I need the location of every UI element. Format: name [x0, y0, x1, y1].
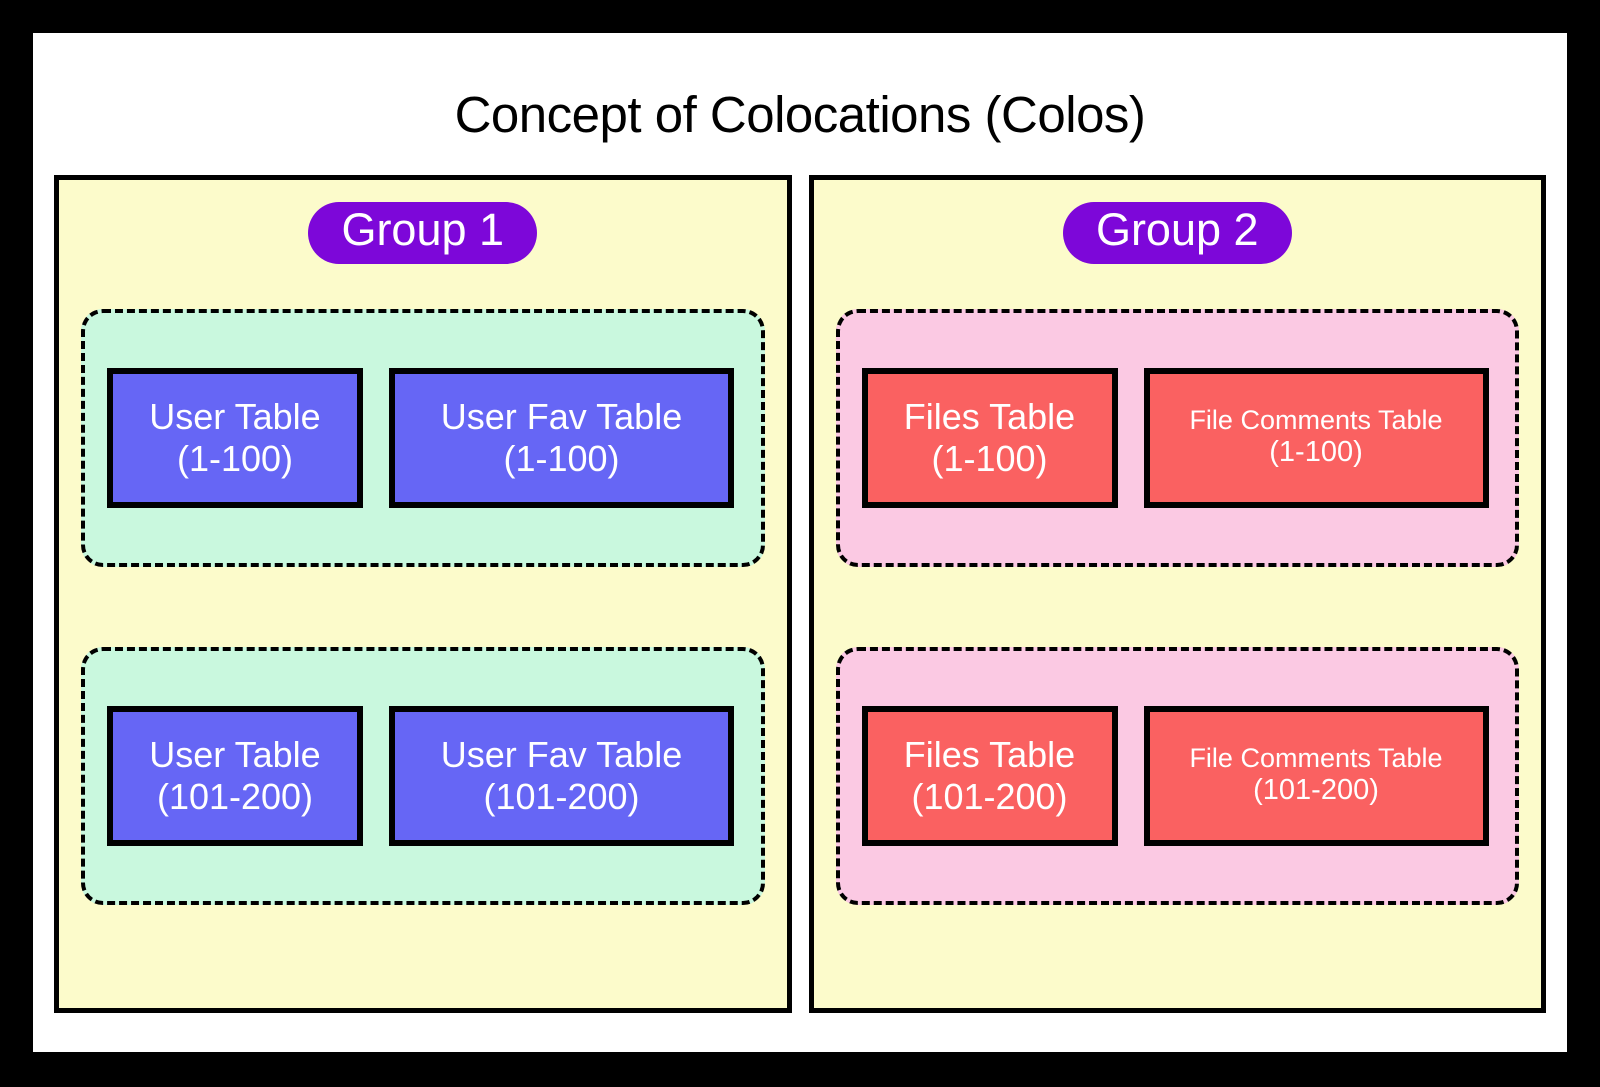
colo-container[interactable]: Files Table (101-200) File Comments Tabl… — [835, 646, 1519, 905]
colo-container[interactable]: Files Table (1-100) File Comments Table … — [835, 308, 1519, 567]
table-box[interactable]: File Comments Table (1-100) — [1143, 367, 1489, 508]
table-name: File Comments Table — [1189, 743, 1443, 774]
table-name: File Comments Table — [1189, 405, 1443, 436]
table-range: (101-200) — [483, 775, 640, 817]
colo-stack-1: User Table (1-100) User Fav Table (1-100… — [59, 264, 787, 1008]
table-name: User Table — [149, 395, 321, 437]
group-panel-1[interactable]: Group 1 User Table (1-100) User Fav Tabl… — [54, 175, 792, 1013]
table-name: Files Table — [903, 733, 1076, 775]
table-range: (101-200) — [156, 775, 314, 817]
table-range: (1-100) — [503, 437, 620, 479]
table-name: User Fav Table — [440, 395, 683, 437]
table-box[interactable]: Files Table (1-100) — [861, 367, 1118, 508]
table-box[interactable]: File Comments Table (101-200) — [1143, 705, 1489, 846]
table-range: (1-100) — [931, 437, 1048, 479]
table-range: (101-200) — [911, 775, 1068, 817]
group-badge-2[interactable]: Group 2 — [1062, 202, 1292, 264]
group-badge-1[interactable]: Group 1 — [308, 202, 538, 264]
table-name: Files Table — [903, 395, 1076, 437]
table-range: (1-100) — [176, 437, 294, 479]
table-box[interactable]: User Fav Table (1-100) — [389, 367, 734, 508]
colo-container[interactable]: User Table (101-200) User Fav Table (101… — [81, 646, 765, 905]
table-box[interactable]: User Table (101-200) — [107, 705, 363, 846]
table-box[interactable]: User Fav Table (101-200) — [389, 705, 734, 846]
table-name: User Table — [149, 733, 321, 775]
table-box[interactable]: Files Table (101-200) — [861, 705, 1118, 846]
colo-container[interactable]: User Table (1-100) User Fav Table (1-100… — [81, 308, 765, 567]
groups-row: Group 1 User Table (1-100) User Fav Tabl… — [54, 175, 1546, 1013]
diagram-sheet: Concept of Colocations (Colos) Group 1 U… — [33, 33, 1567, 1052]
table-box[interactable]: User Table (1-100) — [107, 367, 363, 508]
table-name: User Fav Table — [440, 733, 683, 775]
table-range: (1-100) — [1269, 436, 1363, 469]
group-panel-2[interactable]: Group 2 Files Table (1-100) File Comment… — [808, 175, 1546, 1013]
page-title: Concept of Colocations (Colos) — [454, 86, 1146, 143]
colo-stack-2: Files Table (1-100) File Comments Table … — [814, 264, 1542, 1008]
table-range: (101-200) — [1253, 774, 1379, 807]
